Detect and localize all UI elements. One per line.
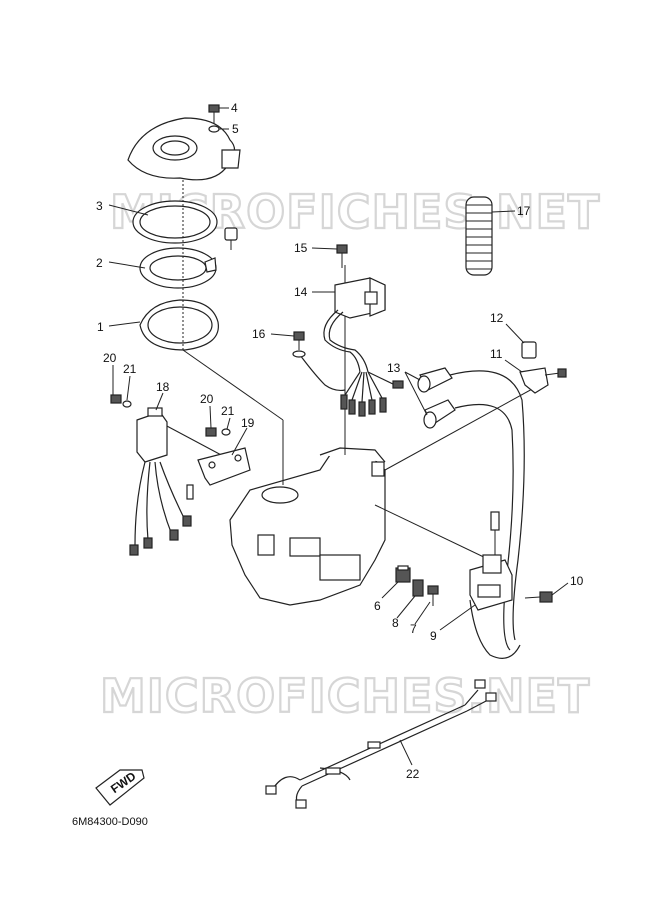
leader-17 bbox=[491, 210, 516, 213]
callout-6: 6 bbox=[374, 599, 381, 613]
callout-5: 5 bbox=[232, 122, 239, 136]
leader-8 bbox=[396, 595, 416, 619]
bolt-20-left bbox=[110, 394, 122, 404]
bolt-16 bbox=[292, 331, 306, 358]
leader-19 bbox=[231, 427, 248, 456]
callout-19: 19 bbox=[241, 416, 255, 430]
bracket-19 bbox=[197, 447, 251, 486]
contact-8 bbox=[412, 579, 424, 597]
leader-3 bbox=[108, 204, 149, 216]
callout-21-left: 21 bbox=[123, 362, 137, 376]
corrugated-tube bbox=[465, 196, 493, 276]
callout-3: 3 bbox=[96, 199, 103, 213]
callout-11: 11 bbox=[490, 347, 503, 361]
callout-15: 15 bbox=[294, 241, 308, 255]
bolt-4 bbox=[208, 104, 220, 124]
plug-cap-upper bbox=[417, 367, 453, 393]
plate-2 bbox=[139, 247, 217, 289]
leader-13b bbox=[404, 371, 428, 416]
callout-16: 16 bbox=[252, 327, 266, 341]
ignition-coil bbox=[469, 511, 513, 611]
ref-line-f bbox=[374, 504, 491, 561]
leader-1 bbox=[108, 321, 141, 327]
callout-7: 7 bbox=[410, 622, 417, 636]
ht-lead-outer bbox=[449, 370, 525, 641]
contact-6 bbox=[395, 565, 411, 583]
bolt-10 bbox=[524, 591, 553, 603]
engine-block bbox=[229, 447, 386, 606]
bolt-20-right bbox=[205, 427, 217, 437]
washer-21-left bbox=[122, 400, 132, 408]
rectifier-18 bbox=[136, 407, 168, 463]
leader-16 bbox=[270, 333, 295, 337]
callout-20-left: 20 bbox=[103, 351, 117, 365]
callout-10: 10 bbox=[570, 574, 584, 588]
holder-12 bbox=[521, 341, 537, 359]
callout-1: 1 bbox=[97, 320, 104, 334]
wire-harness-22 bbox=[265, 679, 497, 809]
leader-10 bbox=[551, 582, 569, 596]
bolt-15 bbox=[336, 244, 348, 268]
ring-3 bbox=[132, 200, 218, 244]
ref-line-e bbox=[384, 381, 546, 471]
leader-11 bbox=[504, 359, 523, 373]
plug-cap-lower bbox=[423, 399, 456, 429]
stator-base-plate bbox=[127, 117, 241, 181]
leader-12 bbox=[505, 323, 525, 344]
washer-21-right bbox=[221, 428, 231, 436]
callout-8: 8 bbox=[392, 616, 399, 630]
gasket-1 bbox=[139, 299, 219, 351]
callout-12: 12 bbox=[490, 311, 504, 325]
callout-2: 2 bbox=[96, 256, 103, 270]
leader-21-left bbox=[126, 375, 131, 401]
watermark-bottom: MICROFICHES.NET bbox=[100, 669, 590, 723]
leader-21-right bbox=[226, 417, 231, 430]
cdi-harness bbox=[299, 309, 404, 417]
leader-2 bbox=[108, 261, 146, 269]
ref-line-a bbox=[182, 349, 284, 421]
screw-7 bbox=[427, 585, 439, 606]
ht-lead-inner bbox=[454, 403, 514, 651]
leader-13a bbox=[404, 371, 421, 381]
leader-18 bbox=[155, 392, 164, 411]
callout-21-right: 21 bbox=[221, 404, 235, 418]
clamp-11 bbox=[519, 367, 567, 394]
callout-4: 4 bbox=[231, 101, 238, 115]
leader-9 bbox=[439, 604, 476, 631]
callout-17: 17 bbox=[517, 204, 531, 218]
leader-22 bbox=[399, 739, 413, 766]
washer-5 bbox=[208, 125, 220, 133]
fwd-arrow bbox=[95, 769, 145, 806]
callout-14: 14 bbox=[294, 285, 308, 299]
leader-20-right bbox=[209, 405, 212, 429]
ht-lead-bottom bbox=[469, 599, 521, 659]
leader-7 bbox=[414, 601, 431, 625]
callout-9: 9 bbox=[430, 629, 437, 643]
callout-20-right: 20 bbox=[200, 392, 214, 406]
callout-22: 22 bbox=[406, 767, 420, 781]
diagram-code: 6M84300-D090 bbox=[72, 816, 148, 828]
leader-15 bbox=[311, 247, 338, 250]
callout-13: 13 bbox=[387, 361, 401, 375]
cap-screw bbox=[224, 227, 238, 250]
callout-18: 18 bbox=[156, 380, 170, 394]
leader-6 bbox=[381, 581, 399, 599]
rectifier-harness bbox=[129, 461, 194, 556]
